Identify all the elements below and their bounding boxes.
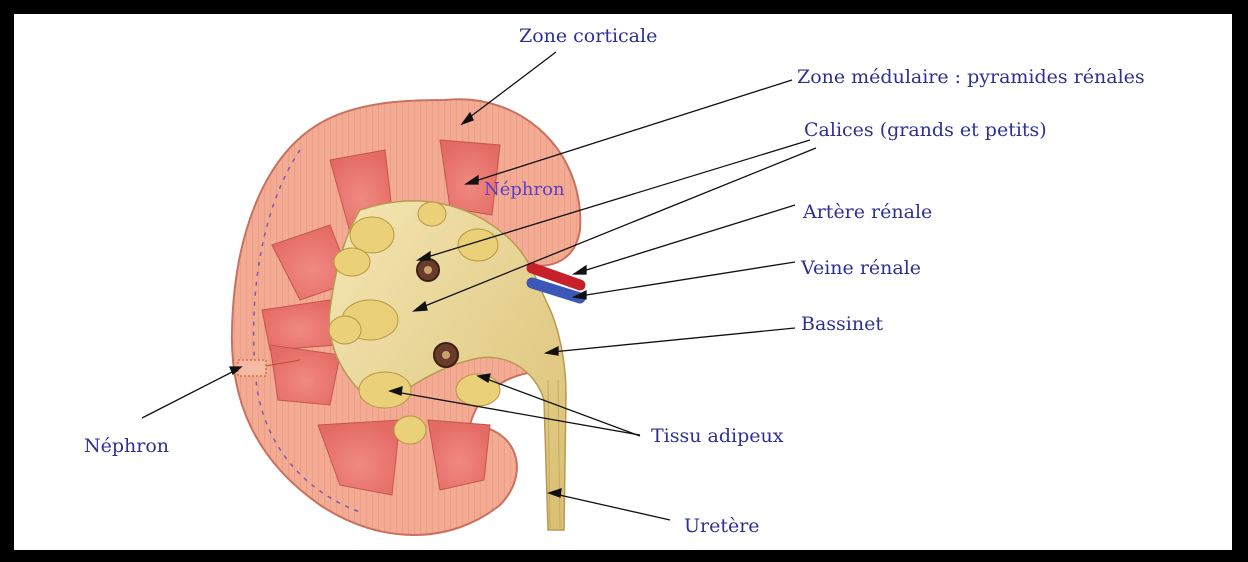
label-veine-renale: Veine rénale [801,259,921,278]
label-artere-renale: Artère rénale [803,203,932,222]
label-nephron-left: Néphron [84,437,169,456]
label-calices: Calices (grands et petits) [804,121,1047,140]
label-uretere: Uretère [684,517,760,536]
label-zone-corticale: Zone corticale [519,27,657,46]
label-bassinet: Bassinet [801,315,883,334]
label-zone-medulaire: Zone médulaire : pyramides rénales [797,68,1145,87]
label-nephron-inner: Néphron [484,181,565,199]
label-tissu-adipeux: Tissu adipeux [651,427,783,446]
